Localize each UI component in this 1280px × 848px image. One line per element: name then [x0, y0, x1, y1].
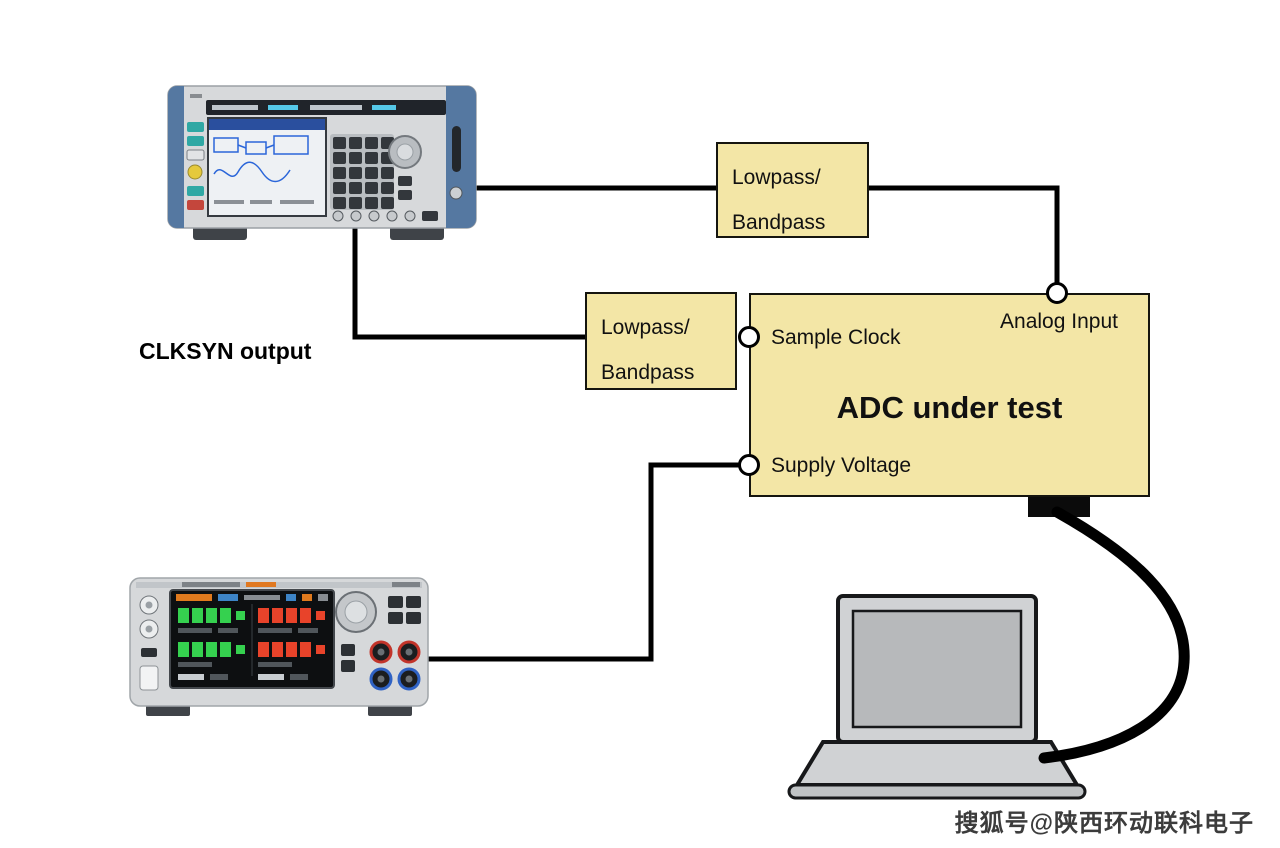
cable-curve: [1038, 506, 1190, 764]
filter-top-line2: Bandpass: [732, 211, 826, 234]
generator-handle-slot: [452, 126, 461, 172]
generator-left-blue-edge: [168, 86, 184, 228]
generator-softkey: [187, 136, 204, 146]
generator-side-connector: [449, 186, 463, 200]
generator-softkey: [187, 186, 204, 196]
cable-connector: [1028, 495, 1090, 517]
filter-box-clock: Lowpass/ Bandpass: [585, 292, 737, 390]
signal-generator: [167, 85, 477, 240]
port-sample-clock: [738, 326, 760, 348]
filter-box-top: Lowpass/ Bandpass: [716, 142, 869, 238]
clksyn-output-label: CLKSYN output: [139, 338, 312, 364]
generator-connectors: [332, 210, 438, 222]
generator-softkey: [187, 200, 204, 210]
supply-voltage-label: Supply Voltage: [771, 454, 912, 477]
connection-lines: [352, 185, 1060, 662]
generator-softkey: [186, 149, 205, 161]
supply-to-supply-voltage-line: [420, 462, 740, 662]
laptop-base: [793, 740, 1081, 787]
top-filter-to-analog-input-line: [869, 185, 1060, 291]
supply-readout-red: [258, 608, 325, 657]
laptop-base-lip: [787, 783, 1087, 800]
laptop-screen: [851, 609, 1023, 729]
sample-clock-label: Sample Clock: [771, 326, 901, 349]
filter-top-line1: Lowpass/: [732, 166, 821, 189]
filter-clock-line2: Bandpass: [601, 361, 695, 384]
port-analog-input: [1046, 282, 1068, 304]
port-supply-voltage: [738, 454, 760, 476]
analog-input-label: Analog Input: [1000, 310, 1118, 333]
generator-yellow-button: [187, 164, 203, 180]
laptop: [787, 594, 1087, 800]
adc-title: ADC under test: [836, 390, 1063, 425]
generator-to-clock-filter-line: [352, 222, 586, 340]
supply-foot-left: [146, 704, 190, 716]
adc-under-test-box: ADC under test: [749, 293, 1150, 497]
power-supply: [129, 577, 429, 716]
generator-softkey: [187, 122, 204, 132]
watermark: 搜狐号@陕西环动联科电子: [954, 810, 1254, 837]
data-cable: [1028, 495, 1190, 764]
filter-clock-line1: Lowpass/: [601, 316, 690, 339]
supply-usb-port: [139, 665, 159, 691]
supply-buttons: [341, 596, 421, 672]
supply-foot-right: [368, 704, 412, 716]
generator-screen: [207, 117, 327, 217]
supply-output-jacks: [369, 640, 421, 691]
supply-readout-green: [178, 608, 245, 657]
